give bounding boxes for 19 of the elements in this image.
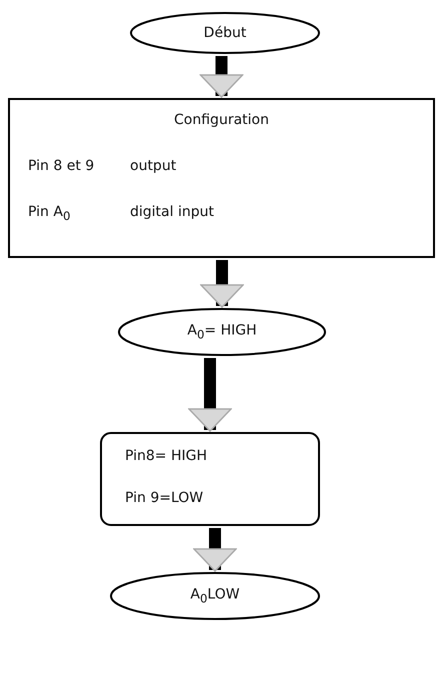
node-text: Configuration <box>174 112 269 128</box>
node-text: output <box>130 158 176 174</box>
process-box <box>8 98 435 258</box>
node-text: Pin A$_{0}$ <box>28 204 70 223</box>
block-arrow <box>188 358 232 432</box>
node-text: Début <box>204 25 246 41</box>
block-arrow <box>200 260 244 308</box>
node-text: A$_{0}$= HIGH <box>187 322 257 342</box>
terminal-ellipse <box>118 308 326 356</box>
node-text: digital input <box>130 204 214 220</box>
terminal-ellipse <box>130 12 320 54</box>
node-text: Pin8= HIGH <box>125 448 208 464</box>
block-arrow <box>193 528 237 572</box>
node-text: A$_{0}$LOW <box>190 586 240 606</box>
terminal-ellipse <box>110 572 320 620</box>
node-text: Pin 9=LOW <box>125 490 204 506</box>
node-text: Pin 8 et 9 <box>28 158 94 174</box>
block-arrow <box>200 56 244 98</box>
process-box <box>100 432 320 526</box>
